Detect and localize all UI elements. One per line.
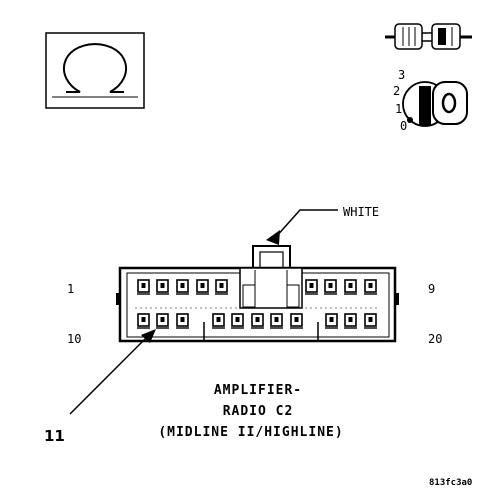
caption-line-3: (MIDLINE II/HIGHLINE) [158, 425, 343, 440]
callout-number: 11 [44, 427, 65, 445]
pin-label-1: 1 [67, 282, 74, 296]
ignition-position-1: 1 [395, 102, 402, 116]
pin-cavity-9 [364, 279, 377, 295]
omega-icon [62, 42, 128, 93]
pin-cavity-20 [364, 313, 377, 329]
ignition-position-2: 2 [393, 84, 400, 98]
ignition-position-3: 3 [398, 68, 405, 82]
pin-cavity-16 [270, 313, 283, 329]
top-pin-row [137, 279, 377, 295]
pin-label-9: 9 [428, 282, 435, 296]
pin-cavity-13 [212, 313, 225, 329]
ignition-switch-icon: 3 2 1 0 [393, 68, 468, 133]
caption-line-2: RADIO C2 [223, 404, 294, 419]
pin-cavity-15 [251, 313, 264, 329]
pin-cavity-2 [156, 279, 169, 295]
pin-cavity-18 [325, 313, 338, 329]
pin-cavity-12 [176, 313, 189, 329]
pin-cavity-19 [344, 313, 357, 329]
caption-line-1: AMPLIFIER- [214, 383, 302, 398]
pin-cavity-6 [305, 279, 318, 295]
connector-plug-icon [385, 23, 472, 50]
pin-label-10: 10 [67, 332, 81, 346]
bottom-pin-row [137, 313, 377, 329]
key-icon [441, 92, 457, 114]
pin-cavity-14 [231, 313, 244, 329]
ignition-position-0: 0 [400, 119, 407, 133]
pin-cavity-8 [344, 279, 357, 295]
pin-cavity-11 [156, 313, 169, 329]
pin-cavity-10 [137, 313, 150, 329]
pin-cavity-1 [137, 279, 150, 295]
pin-cavity-5 [215, 279, 228, 295]
pin-cavity-7 [324, 279, 337, 295]
pin-label-20: 20 [428, 332, 442, 346]
pin-cavity-17 [290, 313, 303, 329]
color-label: WHITE [343, 205, 379, 219]
figure-code: 813fc3a0 [429, 478, 472, 488]
omega-symbol-box [45, 32, 145, 109]
pin-cavity-3 [176, 279, 189, 295]
pin-cavity-4 [196, 279, 209, 295]
